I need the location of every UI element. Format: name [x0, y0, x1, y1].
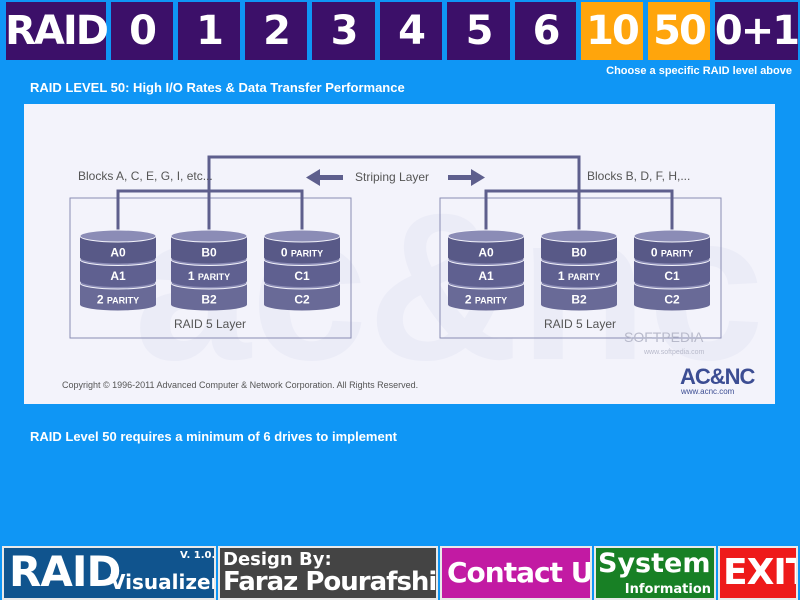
striping-arrows [306, 169, 485, 186]
disk-block-label: C2 [664, 293, 680, 307]
disk-block-label: B0 [201, 246, 217, 260]
striping-connectors [116, 155, 674, 232]
disk-stack: B2 1 PARITY B0 [170, 229, 248, 311]
right-blocks-label: Blocks B, D, F, H,... [587, 169, 690, 183]
level-label: 4 [398, 8, 426, 54]
level-select-hint: Choose a specific RAID level above [606, 65, 792, 77]
level-label: 5 [465, 8, 494, 54]
disk-segment: B0 [540, 229, 618, 264]
disk-block-label: 1 PARITY [558, 269, 600, 283]
level-label: 3 [330, 8, 359, 54]
left-blocks-label: Blocks A, C, E, G, I, etc... [78, 169, 213, 183]
disk-stack: C2 C1 0 PARITY [263, 229, 341, 311]
disk-segment: A0 [79, 229, 157, 264]
disk-block-label: 2 PARITY [465, 293, 507, 307]
level-label: 50 [653, 8, 707, 54]
contact-us-button[interactable]: Contact US [440, 546, 592, 600]
striping-layer-label: Striping Layer [355, 170, 429, 184]
disk-block-label: C1 [294, 269, 310, 283]
exit-label: EXIT [723, 552, 796, 593]
raid50-diagram-svg: ac&nc Blocks A, C, E, G, I, etc... Strip… [62, 155, 764, 404]
level-label: 10 [586, 8, 640, 54]
app-title-panel: RAID Visualizer V. 1.0.0 [2, 546, 216, 600]
disk-block-label: A0 [478, 246, 494, 260]
raid-level-1-button[interactable]: 1 [178, 2, 240, 60]
level-label: 0+1 [714, 8, 800, 54]
disk-stack: C2 C1 0 PARITY [633, 229, 711, 311]
disk-segment: 0 PARITY [633, 229, 711, 264]
raid-level-0-button[interactable]: 0 [111, 2, 173, 60]
contact-us-label: Contact US [447, 556, 592, 589]
acnc-logo-url: www.acnc.com [680, 387, 735, 396]
app-subtitle: Visualizer [110, 570, 216, 594]
level-label: 1 [196, 8, 224, 54]
raid-title-tile: RAID [5, 2, 109, 60]
raid-level-0plus1-button[interactable]: 0+1 [714, 2, 800, 60]
exit-button[interactable]: EXIT [718, 546, 798, 600]
softpedia-watermark-url: www.softpedia.com [643, 349, 704, 356]
credits-panel: Design By: Faraz Pourafshin [218, 546, 438, 600]
raid5-layer-label-right: RAID 5 Layer [544, 317, 616, 331]
page-title: RAID LEVEL 50: High I/O Rates & Data Tra… [30, 80, 405, 95]
design-by-label: Design By: [223, 549, 332, 570]
raid-level-6-button[interactable]: 6 [515, 2, 576, 60]
raid-level-10-button[interactable]: 10 [581, 2, 643, 60]
acnc-logo: AC&NC [680, 364, 756, 389]
disk-stack: 2 PARITY A1 A0 [79, 229, 157, 311]
disk-segment: B0 [170, 229, 248, 264]
disk-block-label: 2 PARITY [97, 293, 139, 307]
requirement-text: RAID Level 50 requires a minimum of 6 dr… [30, 429, 397, 444]
disk-block-label: 0 PARITY [651, 246, 693, 260]
disk-block-label: C2 [294, 293, 310, 307]
raid-level-2-button[interactable]: 2 [245, 2, 307, 60]
disk-block-label: 1 PARITY [188, 269, 230, 283]
information-label: Information [624, 582, 711, 597]
level-label: 2 [263, 8, 291, 54]
raid50-diagram: ac&nc Blocks A, C, E, G, I, etc... Strip… [24, 104, 775, 404]
disk-block-label: B2 [571, 293, 587, 307]
disk-block-label: A1 [110, 269, 126, 283]
raid-level-50-button[interactable]: 50 [648, 2, 710, 60]
disk-block-label: B2 [201, 293, 217, 307]
raid-level-4-button[interactable]: 4 [380, 2, 442, 60]
raid-level-5-button[interactable]: 5 [447, 2, 510, 60]
disk-block-label: A0 [110, 246, 126, 260]
app-name: RAID [9, 547, 121, 596]
disk-block-label: 0 PARITY [281, 246, 323, 260]
system-label: System [598, 548, 711, 579]
disk-segment: A0 [447, 229, 525, 264]
app-version: V. 1.0.0 [180, 550, 216, 561]
disk-block-label: B0 [571, 246, 587, 260]
copyright-text: Copyright © 1996-2011 Advanced Computer … [62, 380, 418, 390]
level-label: 0 [129, 8, 157, 54]
system-information-button[interactable]: System Information [594, 546, 716, 600]
disk-segment: 0 PARITY [263, 229, 341, 264]
disk-stack: B2 1 PARITY B0 [540, 229, 618, 311]
raid5-layer-label-left: RAID 5 Layer [174, 317, 246, 331]
bottom-toolbar: RAID Visualizer V. 1.0.0 Design By: Fara… [0, 546, 800, 600]
raid-title-text: RAID [5, 8, 109, 54]
raid-level-3-button[interactable]: 3 [312, 2, 375, 60]
disk-block-label: A1 [478, 269, 494, 283]
level-label: 6 [532, 8, 561, 54]
softpedia-watermark: SOFTPEDIA [624, 329, 704, 345]
disk-block-label: C1 [664, 269, 680, 283]
disk-stack: 2 PARITY A1 A0 [447, 229, 525, 311]
author-name: Faraz Pourafshin [223, 567, 438, 597]
